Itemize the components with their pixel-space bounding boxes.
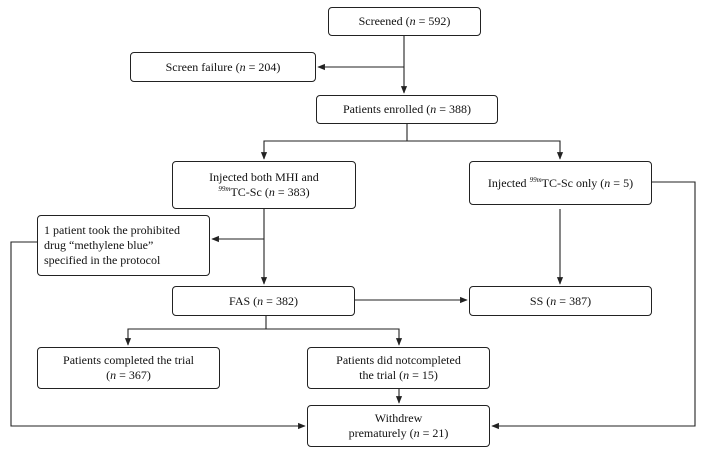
n-symbol: n	[239, 59, 246, 74]
injected-tc-count: 5	[623, 175, 630, 190]
prohibited-line3: specified in the protocol	[44, 253, 161, 267]
n-symbol: n	[257, 293, 264, 308]
screen-failure-label: Screen failure	[165, 59, 233, 74]
n-symbol: n	[550, 293, 557, 308]
injected-tc-isotope: 99m	[529, 175, 542, 184]
injected-both-isotope: 99m	[218, 185, 231, 193]
withdrew-box: Withdrew prematurely (n = 21)	[307, 405, 490, 447]
fas-count: 382	[275, 293, 294, 308]
edge-fas-split-left	[124, 316, 267, 346]
edge-tc-to-withdrew	[491, 181, 696, 430]
withdrew-line1: Withdrew	[374, 411, 423, 425]
injected-tc-box: Injected 99mTC-Sc only (n = 5)	[469, 161, 652, 205]
ss-count: 387	[569, 293, 588, 308]
withdrew-count: 21	[432, 426, 445, 440]
fas-box: FAS (n = 382)	[172, 286, 355, 316]
n-symbol: n	[110, 368, 117, 382]
injected-both-box: Injected both MHI and 99mTC-Sc (n = 383)	[172, 161, 356, 209]
prohibited-line1: 1 patient took the prohibited	[44, 223, 180, 237]
screened-count: 592	[428, 14, 447, 28]
ss-label: SS	[529, 293, 544, 308]
screened-label: Screened	[358, 14, 403, 28]
prohibited-box: 1 patient took the prohibited drug “meth…	[37, 215, 210, 276]
n-symbol: n	[268, 185, 275, 199]
screen-failure-count: 204	[258, 59, 277, 74]
enrolled-count: 388	[449, 102, 468, 116]
injected-tc-prefix: Injected	[487, 175, 527, 190]
n-symbol: n	[430, 102, 437, 116]
injected-both-line2: TC-Sc	[230, 185, 262, 199]
completed-count: 367	[128, 368, 147, 382]
fas-label: FAS	[229, 293, 251, 308]
enrolled-label: Patients enrolled	[342, 102, 424, 116]
edge-fas-split-right	[266, 328, 403, 346]
not-completed-box: Patients did notcompleted the trial (n =…	[307, 347, 490, 389]
n-symbol: n	[604, 175, 611, 190]
injected-both-count: 383	[287, 185, 306, 199]
edge-prohibited-to-withdrew	[10, 241, 306, 430]
not-completed-line1: Patients did notcompleted	[336, 353, 461, 367]
injected-both-line1: Injected both MHI and	[209, 170, 319, 184]
edge-enrolled-to-tc	[407, 140, 564, 160]
ss-box: SS (n = 387)	[469, 286, 652, 316]
enrolled-box: Patients enrolled (n = 388)	[316, 95, 498, 124]
completed-box: Patients completed the trial (n = 367)	[37, 347, 220, 389]
screened-box: Screened (n = 592)	[328, 7, 481, 36]
withdrew-line2: prematurely	[348, 426, 407, 440]
n-symbol: n	[409, 14, 416, 28]
not-completed-line2: the trial	[359, 368, 397, 382]
screen-failure-box: Screen failure (n = 204)	[130, 52, 316, 82]
prohibited-line2: drug “methylene blue”	[44, 238, 154, 252]
injected-tc-label: TC-Sc only	[541, 175, 598, 190]
n-symbol: n	[413, 426, 420, 440]
completed-line1: Patients completed the trial	[63, 353, 194, 367]
edge-enrolled-split	[260, 124, 408, 160]
not-completed-count: 15	[421, 368, 434, 382]
n-symbol: n	[403, 368, 410, 382]
